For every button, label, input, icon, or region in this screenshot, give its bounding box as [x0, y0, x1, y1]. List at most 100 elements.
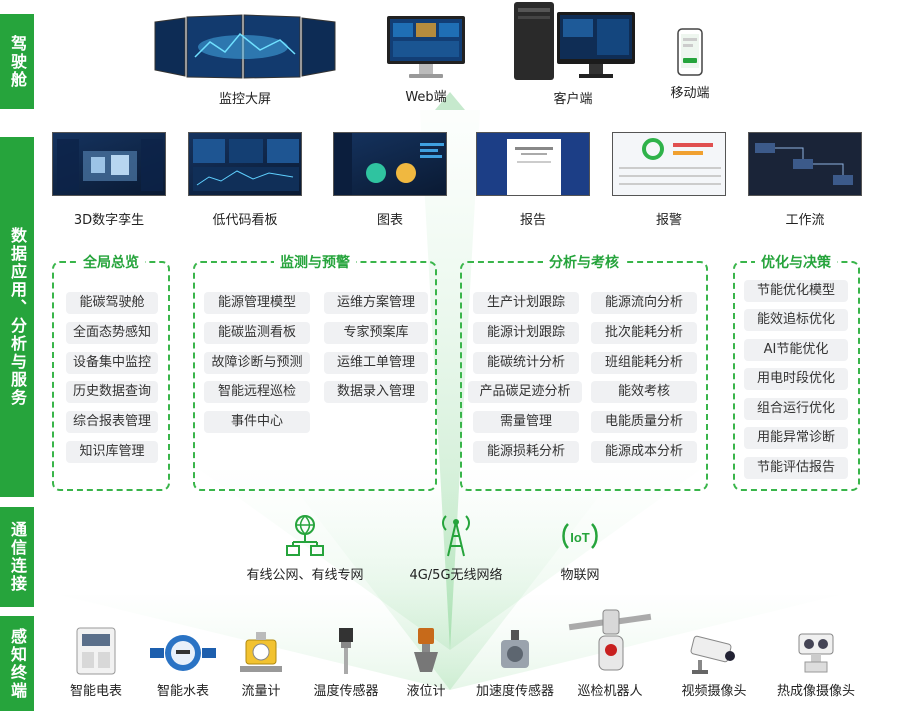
app-workflow-thumb — [748, 132, 862, 196]
layer-cockpit-label: 驾驶舱 — [0, 14, 34, 109]
comm-wired: 有线公网、有线专网 — [240, 514, 370, 583]
sensor-label: 液位计 — [406, 684, 446, 699]
item-pill: 产品碳足迹分析 — [468, 381, 582, 403]
item-pill: 智能远程巡检 — [204, 381, 310, 403]
app-label: 工作流 — [785, 213, 825, 228]
device-label: Web端 — [405, 90, 447, 105]
sensor-flowmeter: 流量计 — [226, 626, 296, 699]
sensor-thermal-camera: 热成像摄像头 — [766, 626, 866, 699]
device-mobile: 移动端 — [660, 28, 720, 101]
device-label: 移动端 — [670, 86, 710, 101]
item-pill: 能源成本分析 — [591, 441, 697, 463]
monitor-icon — [387, 16, 465, 78]
sensor-label: 温度传感器 — [313, 684, 379, 699]
group-title: 监测与预警 — [274, 252, 356, 272]
item-pill: 用能异常诊断 — [744, 427, 848, 449]
video-camera-icon — [690, 635, 735, 674]
comm-iot: IoT 物联网 — [545, 514, 615, 583]
sensor-inspection-robot: 巡检机器人 — [562, 606, 658, 699]
item-pill: 综合报表管理 — [66, 411, 158, 433]
mobile-phone-icon — [677, 28, 703, 76]
app-alarm-thumb — [612, 132, 726, 196]
app-label: 图表 — [376, 213, 403, 228]
device-label: 客户端 — [553, 92, 593, 107]
item-pill: 运维方案管理 — [324, 292, 428, 314]
sensor-label: 智能水表 — [156, 684, 209, 699]
sensor-label: 智能电表 — [69, 684, 122, 699]
app-label: 低代码看板 — [212, 213, 278, 228]
sensor-accelerometer: 加速度传感器 — [468, 626, 562, 699]
group-title: 分析与考核 — [543, 252, 625, 272]
item-pill: 能碳统计分析 — [473, 352, 579, 374]
item-pill: 全面态势感知 — [66, 322, 158, 344]
item-pill: 节能评估报告 — [744, 457, 848, 479]
group-title: 全局总览 — [77, 252, 145, 272]
sensor-label: 巡检机器人 — [577, 684, 643, 699]
comm-label: 物联网 — [560, 568, 600, 583]
sensor-level-gauge: 液位计 — [396, 626, 456, 699]
accelerometer-icon — [501, 630, 529, 668]
item-pill: 班组能耗分析 — [591, 352, 697, 374]
network-topology-icon — [286, 515, 324, 556]
device-video-wall: 监控大屏 — [150, 12, 340, 107]
layer-sensing-label: 感知终端 — [0, 616, 34, 711]
group-title: 优化与决策 — [755, 252, 837, 272]
item-pill: 电能质量分析 — [591, 411, 697, 433]
comm-label: 有线公网、有线专网 — [246, 568, 364, 583]
water-meter-icon — [150, 635, 216, 671]
item-pill: 历史数据查询 — [66, 381, 158, 403]
app-3d-twin-thumb — [52, 132, 166, 196]
comm-wireless: 4G/5G无线网络 — [396, 514, 516, 583]
item-pill: 能效追标优化 — [744, 309, 848, 331]
item-pill: 组合运行优化 — [744, 398, 848, 420]
app-lowcode-board-thumb — [188, 132, 302, 196]
svg-text:IoT: IoT — [570, 530, 590, 545]
sensor-water-meter: 智能水表 — [140, 626, 226, 699]
item-pill: 能源管理模型 — [204, 292, 310, 314]
item-pill: AI节能优化 — [744, 339, 848, 361]
item-pill: 能碳驾驶舱 — [66, 292, 158, 314]
sensor-video-camera: 视频摄像头 — [672, 626, 756, 699]
sensor-temperature: 温度传感器 — [306, 626, 386, 699]
item-pill: 数据录入管理 — [324, 381, 428, 403]
temperature-sensor-icon — [339, 628, 353, 674]
sensor-smart-meter: 智能电表 — [56, 626, 136, 699]
item-pill: 设备集中监控 — [66, 352, 158, 374]
item-pill: 批次能耗分析 — [591, 322, 697, 344]
item-pill: 能源计划跟踪 — [473, 322, 579, 344]
item-pill: 运维工单管理 — [324, 352, 428, 374]
item-pill: 节能优化模型 — [744, 280, 848, 302]
app-label: 报警 — [655, 213, 682, 228]
level-gauge-icon — [414, 628, 438, 672]
item-pill: 专家预案库 — [324, 322, 428, 344]
item-pill: 能碳监测看板 — [204, 322, 310, 344]
item-pill: 能源流向分析 — [591, 292, 697, 314]
smart-meter-icon — [76, 627, 116, 675]
item-pill: 知识库管理 — [66, 441, 158, 463]
item-pill: 生产计划跟踪 — [473, 292, 579, 314]
app-report-thumb — [476, 132, 590, 196]
comm-label: 4G/5G无线网络 — [409, 568, 503, 583]
app-label: 3D数字孪生 — [73, 213, 145, 228]
item-pill: 能效考核 — [591, 381, 697, 403]
layer-data-label: 数据应用、分析与服务 — [0, 137, 34, 497]
sensor-label: 加速度传感器 — [475, 684, 554, 699]
layer-comm-label: 通信连接 — [0, 507, 34, 607]
app-chart-thumb — [333, 132, 447, 196]
thermal-camera-icon — [798, 633, 834, 673]
item-pill: 需量管理 — [473, 411, 579, 433]
item-pill: 故障诊断与预测 — [204, 352, 310, 374]
flowmeter-icon — [240, 632, 282, 672]
inspection-robot-icon — [568, 609, 652, 671]
sensor-label: 热成像摄像头 — [776, 684, 855, 699]
item-pill: 能源损耗分析 — [473, 441, 579, 463]
sensor-label: 视频摄像头 — [681, 684, 747, 699]
device-client: 客户端 — [508, 0, 638, 107]
item-pill: 事件中心 — [204, 411, 310, 433]
desktop-pc-icon — [514, 2, 635, 80]
video-wall-icon — [154, 14, 336, 79]
device-web: Web端 — [381, 14, 471, 105]
iot-icon: IoT — [562, 523, 598, 549]
device-label: 监控大屏 — [218, 92, 271, 107]
sensor-label: 流量计 — [241, 684, 281, 699]
